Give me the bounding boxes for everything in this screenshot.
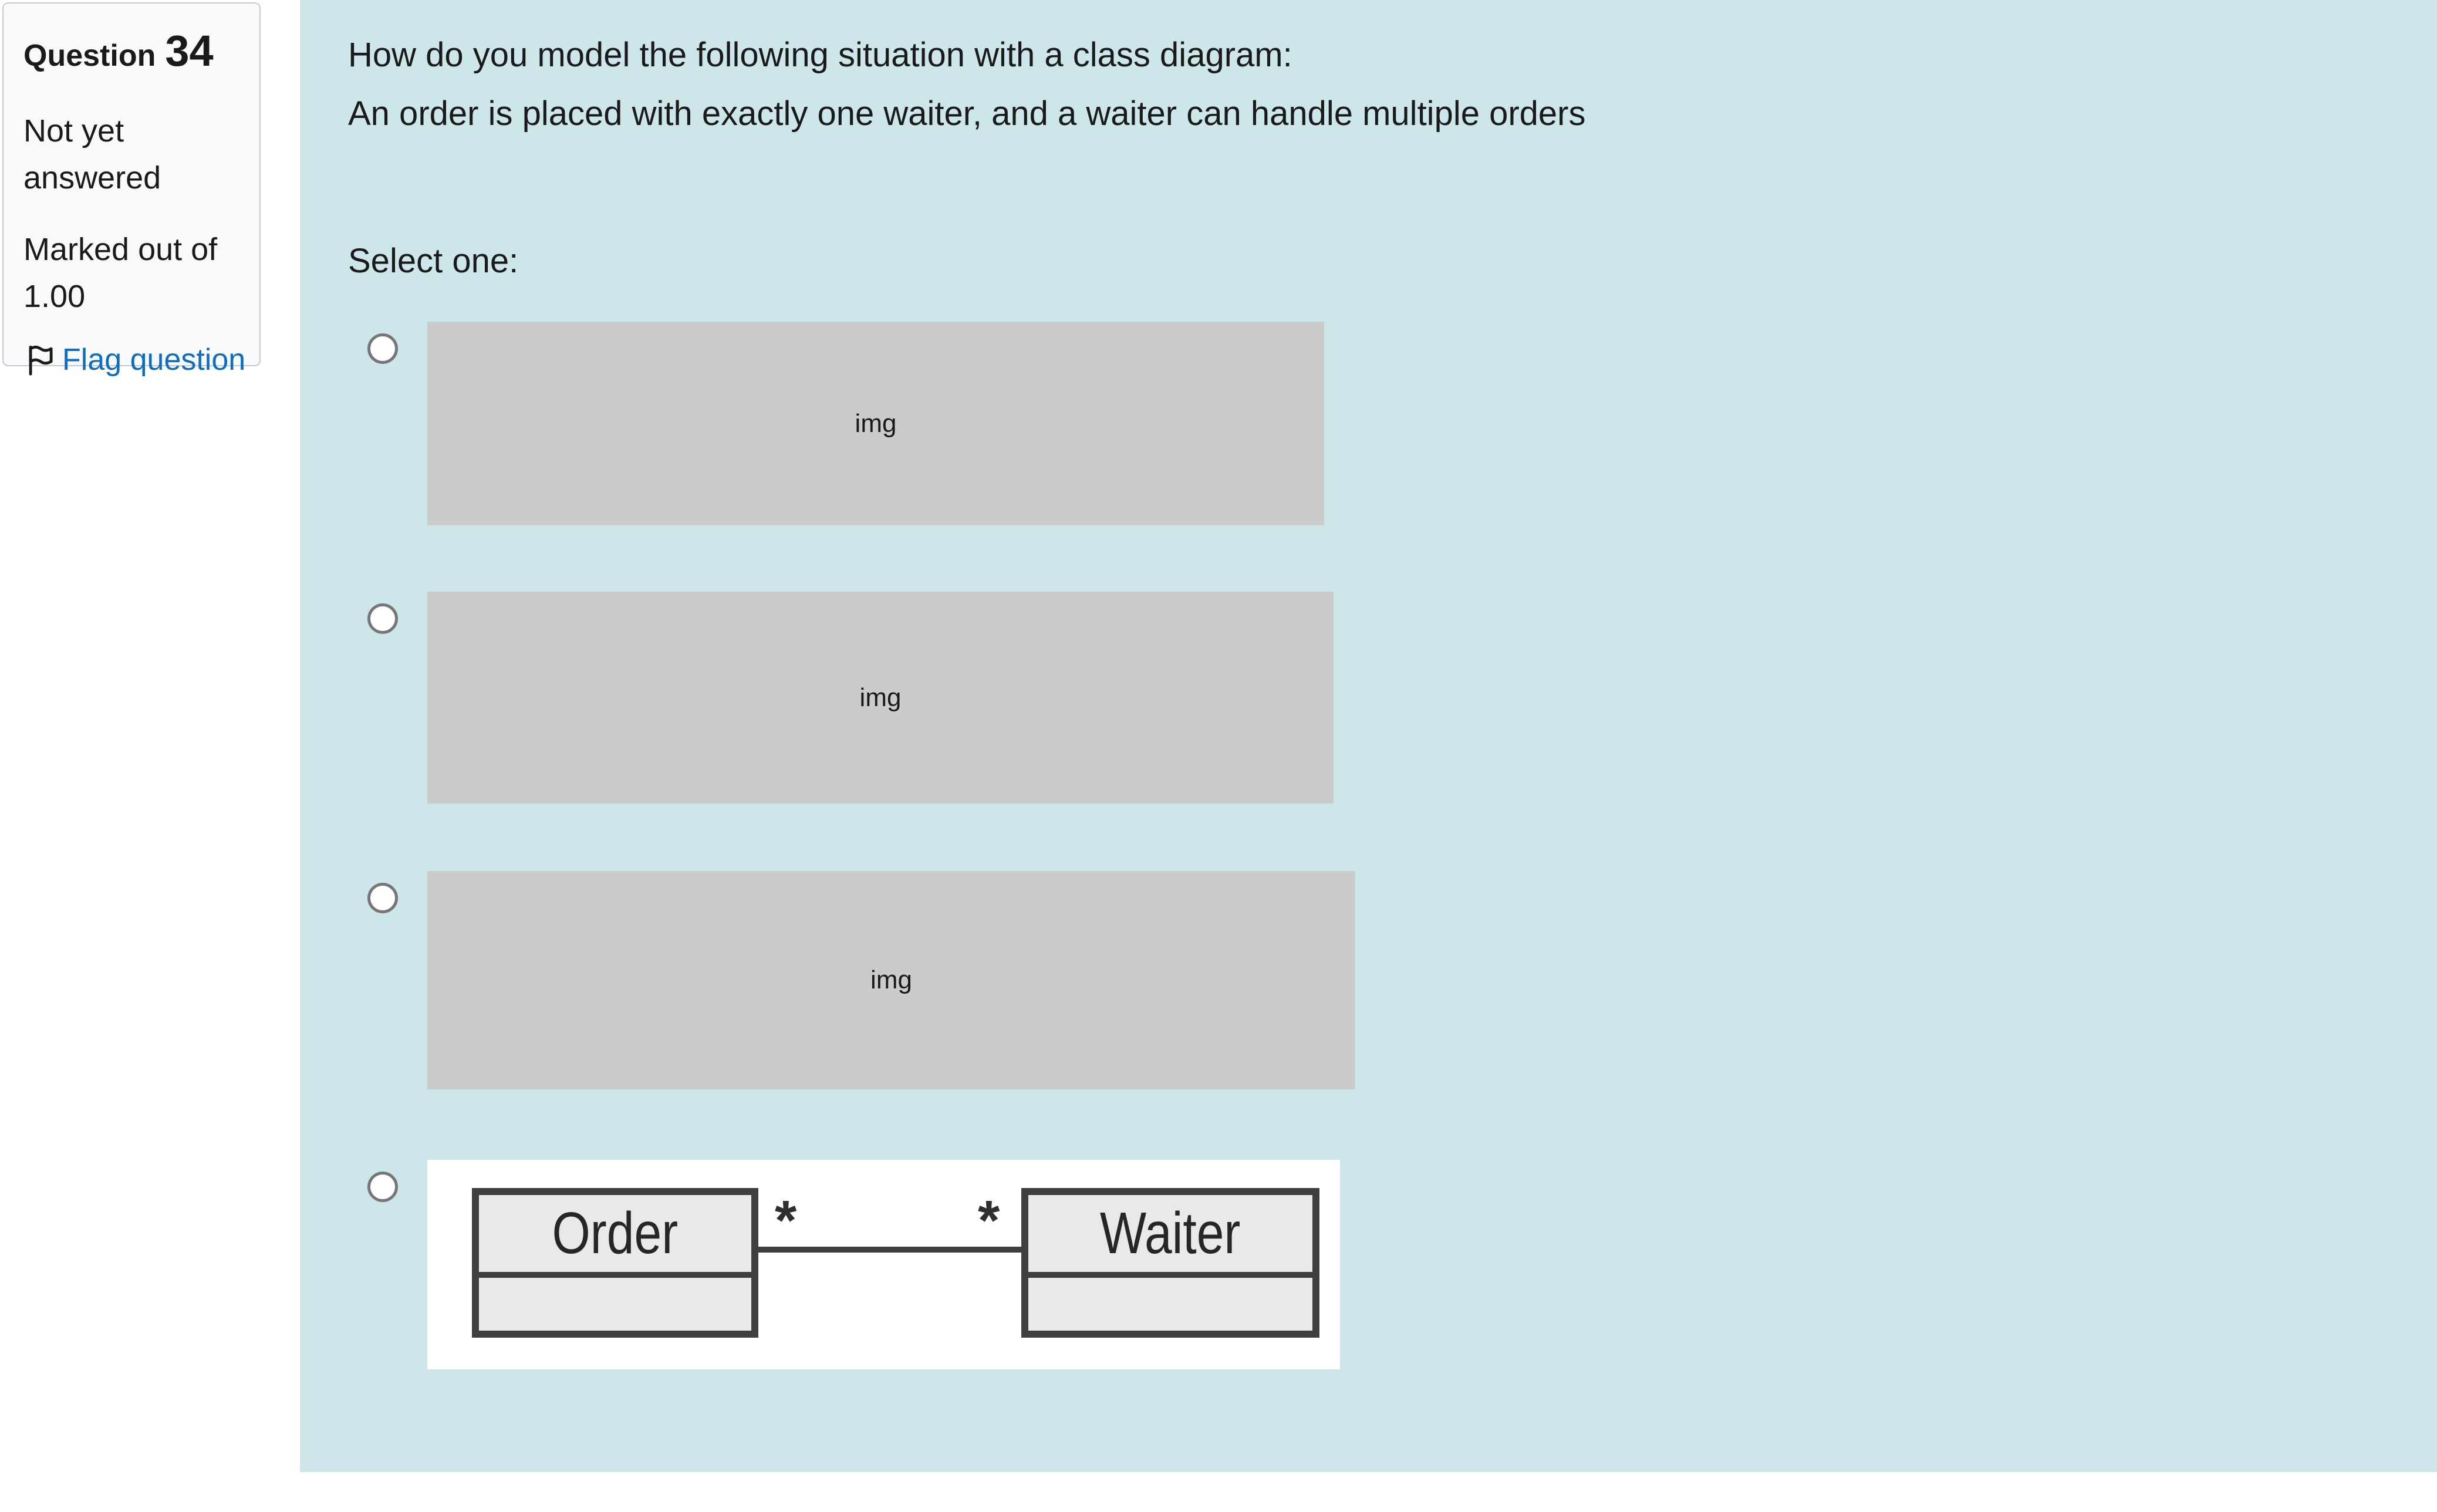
option-2-image-placeholder[interactable]: img <box>427 592 1334 804</box>
option-3-image-placeholder[interactable]: img <box>427 871 1355 1089</box>
option-3-image-alt: img <box>870 966 912 994</box>
uml-association-line <box>758 1247 1021 1253</box>
question-text: How do you model the following situation… <box>348 26 1585 143</box>
option-4-radio[interactable] <box>367 1172 398 1202</box>
flag-question-link[interactable]: Flag question <box>23 342 245 377</box>
option-1-image-placeholder[interactable]: img <box>427 322 1324 525</box>
uml-class-diagram: Order * * Waiter <box>427 1160 1340 1369</box>
option-2-image-alt: img <box>859 683 902 712</box>
option-1-radio[interactable] <box>367 333 398 364</box>
uml-multiplicity-right: * <box>978 1189 1000 1252</box>
option-4-diagram-image[interactable]: Order * * Waiter <box>427 1160 1340 1369</box>
question-label: Question <box>23 39 156 73</box>
question-panel: How do you model the following situation… <box>300 0 2437 1472</box>
question-text-line1: How do you model the following situation… <box>348 36 1292 74</box>
uml-class-order-name-text: Order <box>552 1200 679 1266</box>
question-number: 34 <box>165 26 214 75</box>
uml-class-order-name: Order <box>479 1195 751 1272</box>
question-heading: Question 34 <box>23 25 239 90</box>
uml-class-waiter-name: Waiter <box>1028 1195 1312 1272</box>
uml-class-order: Order <box>472 1188 758 1338</box>
uml-class-waiter: Waiter <box>1021 1188 1319 1338</box>
option-1-image-alt: img <box>855 409 897 438</box>
flag-icon <box>29 345 53 376</box>
option-3-radio[interactable] <box>367 883 398 913</box>
question-info-card: Question 34 Not yet answered Marked out o… <box>2 2 261 377</box>
select-one-label: Select one: <box>348 242 519 280</box>
option-2-radio[interactable] <box>367 603 398 634</box>
uml-class-waiter-name-text: Waiter <box>1100 1200 1241 1266</box>
question-status: Not yet answered <box>23 113 161 195</box>
uml-class-waiter-attributes <box>1028 1272 1312 1325</box>
question-text-line2: An order is placed with exactly one wait… <box>348 95 1586 133</box>
uml-class-order-attributes <box>479 1272 751 1325</box>
uml-multiplicity-left: * <box>775 1189 797 1252</box>
question-marks: Marked out of 1.00 <box>23 232 218 314</box>
flag-question-label: Flag question <box>62 343 246 377</box>
